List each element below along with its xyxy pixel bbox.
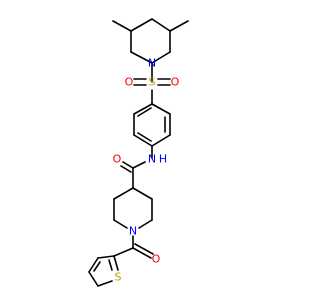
sulfonyl-group — [133, 62, 171, 105]
carbonyl-o-label: O — [152, 253, 161, 266]
sulfonyl-o-right-label: O — [171, 76, 180, 89]
sulfonyl-s-label: S — [149, 76, 156, 89]
ring-n-label: N — [129, 225, 137, 238]
dimethylpiperidine-ring — [112, 18, 189, 64]
amide-n-label: N — [148, 153, 156, 166]
benzene-ring — [133, 103, 171, 147]
amide-o-label: O — [113, 153, 122, 166]
chemical-structure: N S O O N H O N O S — [88, 18, 189, 287]
amide-h-label: H — [159, 153, 167, 166]
sulfonyl-o-left-label: O — [125, 76, 134, 89]
piperidine-ring — [113, 187, 153, 229]
thiophene-ring — [88, 255, 119, 287]
thiophene-s-label: S — [115, 271, 122, 284]
piperidine-n-label: N — [148, 57, 156, 70]
atom-labels: N S O O N H O N O S — [113, 57, 180, 284]
thiophene-carbonyl — [113, 235, 154, 259]
amide-linkage — [120, 145, 153, 189]
